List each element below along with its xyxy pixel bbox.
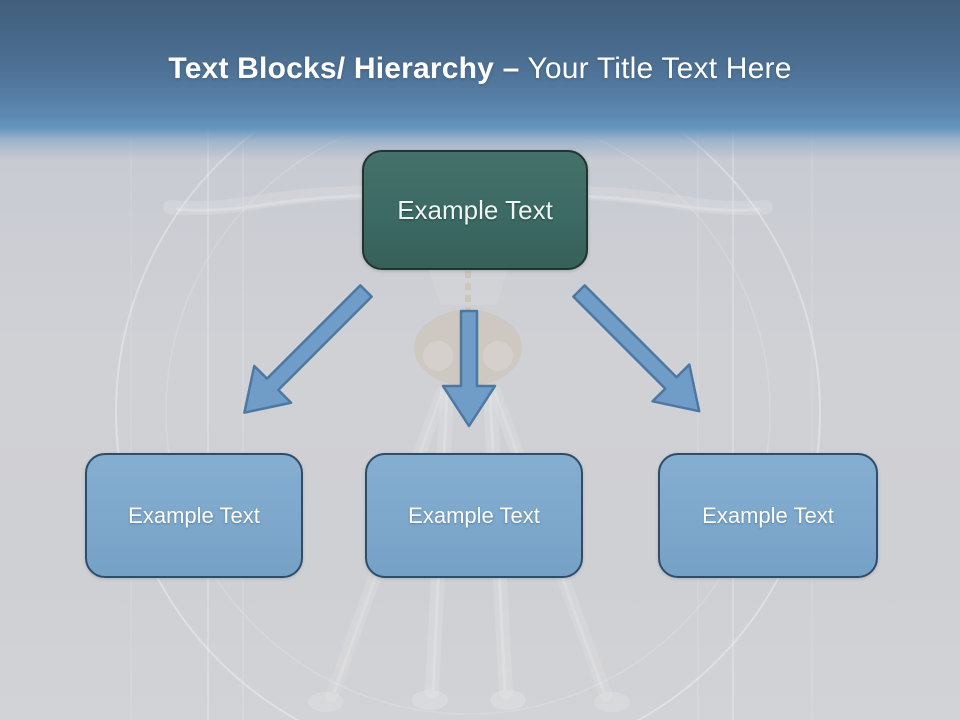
slide-title-regular-segment: Your Title Text Here [519, 52, 792, 85]
child-text-block-1-label: Example Text [128, 502, 260, 528]
root-text-block[interactable]: Example Text [362, 150, 588, 270]
child-text-block-3-label: Example Text [702, 502, 834, 528]
root-text-block-label: Example Text [397, 194, 553, 225]
down-left-arrow-icon[interactable] [226, 273, 384, 431]
child-text-block-3[interactable]: Example Text [658, 453, 878, 578]
down-arrow-icon[interactable] [441, 309, 497, 428]
child-text-block-2[interactable]: Example Text [365, 453, 583, 578]
child-text-block-2-label: Example Text [408, 502, 540, 528]
child-text-block-1[interactable]: Example Text [85, 453, 303, 578]
slide-title[interactable]: Text Blocks/ Hierarchy – Your Title Text… [0, 52, 960, 86]
slide-title-bold-segment: Text Blocks/ Hierarchy – [168, 52, 520, 85]
down-right-arrow-icon[interactable] [561, 273, 718, 430]
slide-header-band: Text Blocks/ Hierarchy – Your Title Text… [0, 0, 960, 160]
